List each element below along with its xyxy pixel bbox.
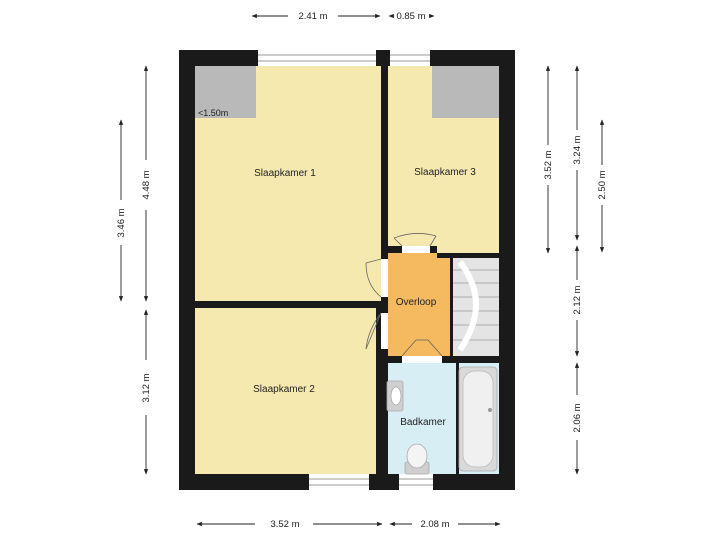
dimension-lines: [118, 13, 605, 527]
low-ceiling-note: <1.50m: [198, 108, 228, 118]
dim-right-mid: 3.24 m: [572, 135, 583, 164]
window-top-right: [390, 50, 430, 66]
room-label-slaapkamer-1: Slaapkamer 1: [254, 168, 316, 179]
dim-right-stairs: 2.12 m: [572, 285, 583, 314]
room-slaapkamer-2: [195, 308, 376, 474]
door-slaapkamer-2: [365, 312, 388, 350]
door-slaapkamer-3: [393, 233, 437, 253]
low-ceiling-area-left: [195, 66, 256, 118]
room-label-badkamer: Badkamer: [400, 417, 446, 428]
door-slaapkamer-1: [365, 258, 388, 298]
dim-top-left: 2.41 m: [298, 11, 327, 22]
toilet: [404, 443, 430, 475]
stairs: [452, 257, 499, 356]
room-label-overloop: Overloop: [396, 297, 437, 308]
window-bottom-left: [309, 474, 369, 490]
windows: [258, 50, 433, 490]
dim-left-outer: 4.48 m: [141, 170, 152, 199]
dim-right-outer: 2.50 m: [597, 170, 608, 199]
dim-bottom-right: 2.08 m: [420, 519, 449, 530]
dim-top-right: 0.85 m: [396, 11, 425, 22]
doors: [365, 233, 443, 363]
low-ceiling-area-right: [432, 66, 499, 118]
door-badkamer: [401, 339, 443, 363]
sink: [386, 380, 404, 412]
window-top-left: [258, 50, 376, 66]
room-overloop: [388, 246, 450, 356]
dim-right-inner: 3.52 m: [543, 150, 554, 179]
dim-left-upper: 3.46 m: [116, 208, 127, 237]
interior-walls: [195, 50, 499, 490]
dim-left-lower: 3.12 m: [141, 373, 152, 402]
room-label-slaapkamer-3: Slaapkamer 3: [414, 167, 476, 178]
bathtub: [458, 366, 498, 472]
room-label-slaapkamer-2: Slaapkamer 2: [253, 384, 315, 395]
dim-right-bath: 2.06 m: [572, 403, 583, 432]
window-bottom-right: [399, 474, 433, 490]
dim-bottom-left: 3.52 m: [270, 519, 299, 530]
